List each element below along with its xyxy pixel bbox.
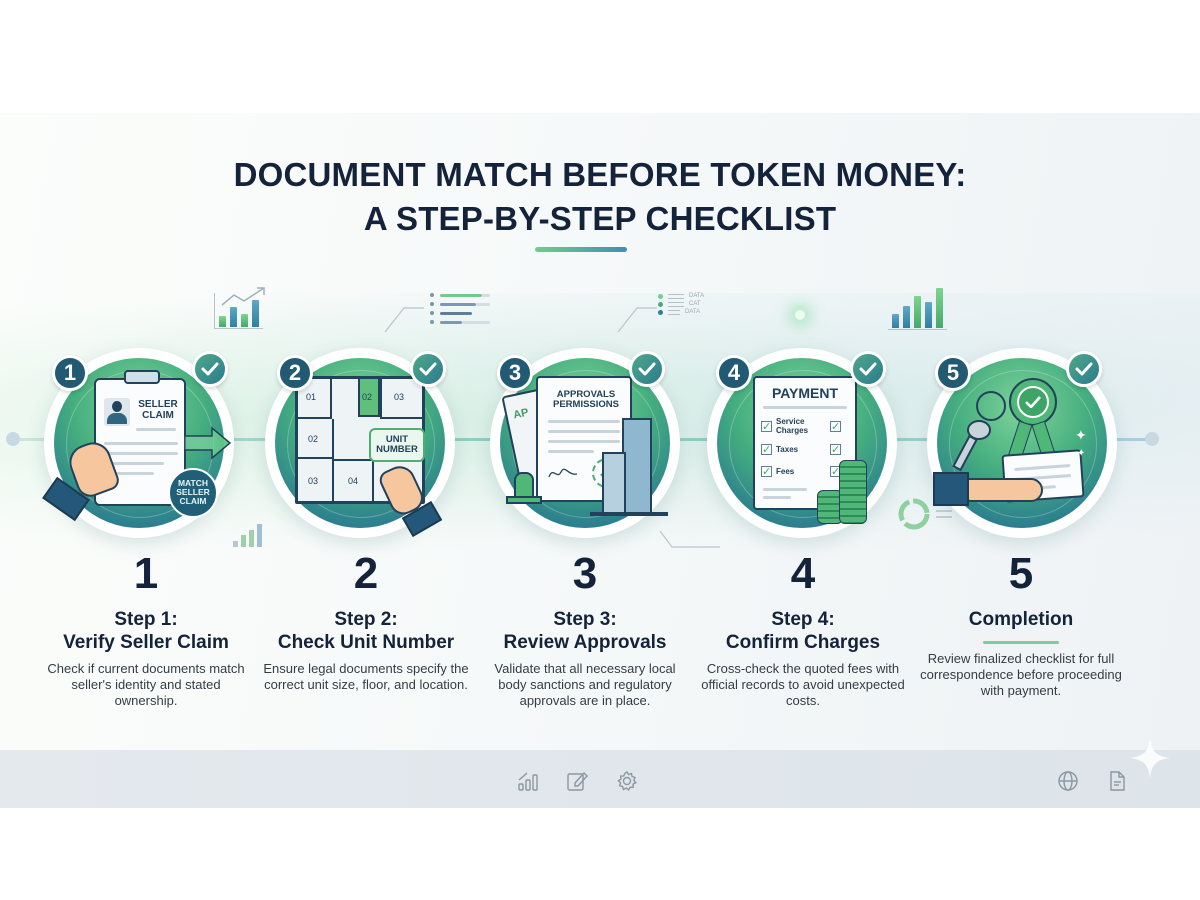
step-description: Ensure legal documents specify the corre… bbox=[263, 661, 469, 692]
title-line-1: DOCUMENT MATCH BEFORE TOKEN MONEY: bbox=[233, 156, 967, 193]
hand-offering-icon bbox=[963, 478, 1043, 502]
line-decoration bbox=[936, 516, 952, 518]
step-2-check-icon bbox=[410, 351, 446, 387]
room-label: 01 bbox=[306, 392, 317, 402]
step-3-check-icon bbox=[629, 351, 665, 387]
footer-toolbar bbox=[0, 750, 1200, 808]
step-number: 1 bbox=[133, 549, 159, 598]
payment-document-icon: PAYMENT ✓ Service Charges ✓ ✓ Taxes ✓ ✓ … bbox=[753, 376, 857, 510]
list-decoration bbox=[430, 293, 490, 324]
step-number: 4 bbox=[790, 549, 816, 598]
title-line-2: A STEP-BY-STEP CHECKLIST bbox=[363, 200, 837, 237]
seller-claim-label: SELLER CLAIM bbox=[138, 399, 178, 421]
step-5-check-icon bbox=[1066, 351, 1102, 387]
legend-label: DATA bbox=[689, 293, 705, 299]
trend-arrow-icon bbox=[221, 287, 265, 306]
stamp-icon bbox=[514, 472, 534, 498]
legend-label: DATA bbox=[685, 309, 701, 315]
completion-underline bbox=[983, 641, 1059, 644]
room-label: 03 bbox=[394, 392, 405, 402]
chart-icon[interactable] bbox=[517, 770, 539, 792]
step-description: Validate that all necessary local body s… bbox=[494, 661, 676, 708]
connector-line-decoration bbox=[384, 307, 424, 333]
signature-icon bbox=[548, 468, 578, 478]
step-heading: Completion bbox=[968, 609, 1074, 630]
step-4-illustration: PAYMENT ✓ Service Charges ✓ ✓ Taxes ✓ ✓ … bbox=[707, 348, 897, 538]
step-3-text: 3 Step 3: Review Approvals Validate that… bbox=[470, 550, 700, 709]
sparkle-icon: ✦ bbox=[1075, 428, 1087, 444]
step-number: 3 bbox=[572, 549, 598, 598]
edit-icon[interactable] bbox=[566, 770, 588, 792]
line-decoration bbox=[936, 510, 952, 512]
step-number: 2 bbox=[353, 549, 379, 598]
step-1-check-icon bbox=[192, 351, 228, 387]
step-description: Check if current documents match seller'… bbox=[47, 661, 245, 708]
donut-chart-decoration bbox=[898, 498, 930, 530]
unit-number-callout: UNIT NUMBER bbox=[369, 428, 425, 462]
payment-item: ✓ Service Charges ✓ bbox=[761, 417, 841, 435]
connector-line-decoration-3 bbox=[660, 531, 720, 548]
step-heading: Step 4: Confirm Charges bbox=[725, 609, 881, 653]
person-avatar-icon bbox=[104, 398, 130, 426]
step-3-number-badge: 3 bbox=[497, 355, 533, 391]
payment-item: ✓ Taxes ✓ bbox=[761, 442, 841, 456]
building-icon bbox=[622, 418, 652, 514]
step-5-text: 5 Completion Review finalized checklist … bbox=[906, 550, 1136, 699]
step-2-text: 2 Step 2: Check Unit Number Ensure legal… bbox=[251, 550, 481, 693]
document-icon[interactable] bbox=[1106, 770, 1128, 792]
step-1-text: 1 Step 1: Verify Seller Claim Check if c… bbox=[31, 550, 261, 709]
step-heading: Step 1: Verify Seller Claim bbox=[63, 609, 229, 653]
step-1-number-badge: 1 bbox=[52, 355, 88, 391]
bar-chart-decoration-2 bbox=[888, 288, 947, 330]
glow-dot-decoration bbox=[795, 310, 805, 320]
globe-icon[interactable] bbox=[1057, 770, 1079, 792]
bar-chart-decoration-1 bbox=[214, 293, 263, 329]
step-description: Cross-check the quoted fees with officia… bbox=[701, 661, 905, 708]
step-2-number-badge: 2 bbox=[277, 355, 313, 391]
room-label: 02 bbox=[362, 392, 373, 402]
legend-label: CAT bbox=[689, 301, 701, 307]
connector-line-decoration-2 bbox=[617, 307, 657, 333]
step-3-illustration: AP APPROVALS PERMISSIONS bbox=[490, 348, 680, 538]
award-ribbon-icon bbox=[1009, 378, 1057, 426]
step-heading: Step 2: Check Unit Number bbox=[277, 609, 455, 653]
title-underline bbox=[535, 247, 627, 252]
step-heading: Step 3: Review Approvals bbox=[503, 609, 667, 653]
step-4-check-icon bbox=[850, 351, 886, 387]
timeline-end-dot bbox=[1145, 432, 1159, 446]
step-4-number-badge: 4 bbox=[716, 355, 752, 391]
sleeve-icon bbox=[933, 472, 969, 506]
timeline-start-dot bbox=[6, 432, 20, 446]
legend-decoration: DATA CAT DATA bbox=[658, 293, 704, 315]
step-number: 5 bbox=[1008, 549, 1034, 598]
arrow-right-icon bbox=[184, 426, 232, 460]
mini-bars-decoration bbox=[233, 524, 262, 547]
sparkle-watermark-icon bbox=[1130, 738, 1170, 778]
step-4-text: 4 Step 4: Confirm Charges Cross-check th… bbox=[688, 550, 918, 709]
sparkle-icon: ✦ bbox=[1077, 448, 1086, 459]
match-seller-claim-stamp: MATCH SELLER CLAIM bbox=[168, 468, 218, 518]
page-title: DOCUMENT MATCH BEFORE TOKEN MONEY: A STE… bbox=[0, 153, 1200, 241]
room-label: 04 bbox=[348, 476, 359, 486]
settings-icon[interactable] bbox=[616, 770, 638, 792]
room-label: 02 bbox=[308, 434, 319, 444]
room-label: 03 bbox=[308, 476, 319, 486]
step-5-number-badge: 5 bbox=[935, 355, 971, 391]
step-description: Review finalized checklist for full corr… bbox=[920, 651, 1122, 698]
infographic-canvas: DOCUMENT MATCH BEFORE TOKEN MONEY: A STE… bbox=[0, 113, 1200, 808]
key-icon bbox=[952, 391, 1006, 472]
